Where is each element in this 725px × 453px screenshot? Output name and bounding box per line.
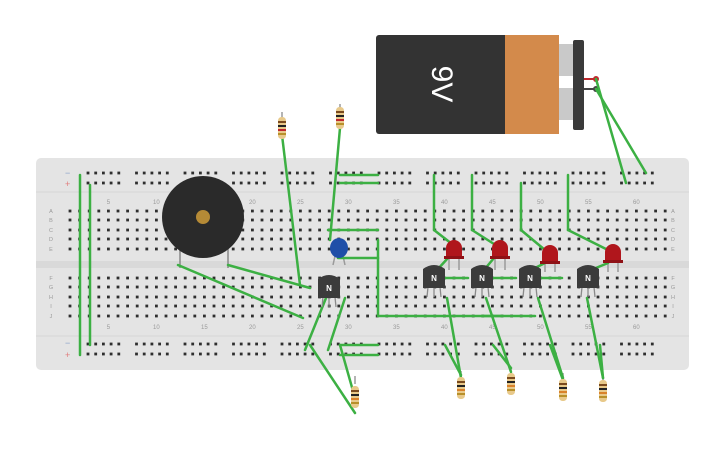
row-label: G xyxy=(671,285,675,291)
row-label: D xyxy=(671,237,675,243)
wire[interactable] xyxy=(536,296,565,380)
row-label: D xyxy=(49,237,53,243)
rail-minus-top: − xyxy=(65,168,70,178)
row-label: C xyxy=(49,228,53,234)
column-label: 25 xyxy=(297,325,304,331)
row-label: B xyxy=(49,218,53,224)
wire[interactable] xyxy=(328,126,342,242)
row-label: I xyxy=(672,304,674,310)
npn-transistor-icon[interactable]: N xyxy=(423,265,445,298)
column-label: 10 xyxy=(153,200,160,206)
transistor-label: N xyxy=(527,274,533,283)
row-label: F xyxy=(49,276,53,282)
resistors xyxy=(278,107,607,408)
column-label: 20 xyxy=(249,200,256,206)
wire[interactable] xyxy=(280,133,302,287)
row-label: G xyxy=(49,285,53,291)
column-label: 10 xyxy=(153,325,160,331)
capacitor-icon[interactable] xyxy=(330,238,348,258)
column-label: 20 xyxy=(249,325,256,331)
red-led-icon[interactable] xyxy=(444,240,464,259)
wire[interactable] xyxy=(484,296,513,374)
transistor-label: N xyxy=(326,284,332,293)
column-label: 60 xyxy=(633,325,640,331)
row-label: E xyxy=(671,247,675,253)
wires xyxy=(78,77,648,415)
column-label: 5 xyxy=(107,325,111,331)
column-label: 55 xyxy=(585,325,592,331)
column-label: 35 xyxy=(393,200,400,206)
wire[interactable] xyxy=(176,263,305,320)
column-label: 30 xyxy=(345,200,352,206)
column-label: 50 xyxy=(537,325,544,331)
column-labels-bottom: 5 10 15 20 25 30 35 40 45 50 55 60 xyxy=(107,325,641,331)
wire[interactable] xyxy=(443,343,463,377)
transistor-label: N xyxy=(479,274,485,283)
row-label: C xyxy=(671,228,675,234)
resistor-icon[interactable] xyxy=(351,386,359,408)
resistor-icon[interactable] xyxy=(599,380,607,402)
wire[interactable] xyxy=(585,296,605,380)
column-label: 35 xyxy=(393,325,400,331)
transistor-label: N xyxy=(431,274,437,283)
row-label: F xyxy=(671,276,675,282)
row-label: H xyxy=(671,295,675,301)
column-label: 30 xyxy=(345,325,352,331)
column-label: 15 xyxy=(201,325,208,331)
wire[interactable] xyxy=(226,263,312,290)
column-label: 40 xyxy=(441,200,448,206)
resistor-icon[interactable] xyxy=(457,377,465,399)
wire[interactable] xyxy=(470,228,496,246)
row-label: I xyxy=(50,304,52,310)
rail-plus-bottom: + xyxy=(65,350,70,360)
column-label: 5 xyxy=(107,200,111,206)
row-label: H xyxy=(49,295,53,301)
breadboard-center-channel xyxy=(36,261,689,268)
npn-transistor-icon[interactable]: N xyxy=(577,265,599,298)
column-label: 25 xyxy=(297,200,304,206)
resistor-icon[interactable] xyxy=(336,107,344,129)
wire[interactable] xyxy=(432,228,454,246)
wire[interactable] xyxy=(445,296,463,380)
red-led-icon[interactable] xyxy=(540,245,560,264)
wire[interactable] xyxy=(594,87,648,175)
column-label: 45 xyxy=(489,200,496,206)
wire[interactable] xyxy=(566,228,610,252)
resistor-icon[interactable] xyxy=(278,117,286,139)
row-label: B xyxy=(671,218,675,224)
npn-transistor-icon[interactable]: N xyxy=(471,265,493,298)
wire[interactable] xyxy=(548,343,565,382)
column-label: 60 xyxy=(633,200,640,206)
rail-minus-bottom: − xyxy=(65,338,70,348)
wire[interactable] xyxy=(326,296,347,352)
row-label: A xyxy=(49,209,53,215)
battery-label: 9V xyxy=(425,66,458,103)
column-label: 50 xyxy=(537,200,544,206)
wire[interactable] xyxy=(519,228,547,252)
resistor-icon[interactable] xyxy=(507,373,515,395)
column-label: 45 xyxy=(489,325,496,331)
row-label: J xyxy=(672,314,675,320)
wire[interactable] xyxy=(598,343,605,380)
wire[interactable] xyxy=(308,343,357,415)
column-label: 40 xyxy=(441,325,448,331)
resistor-icon[interactable] xyxy=(559,379,567,401)
red-led-icon[interactable] xyxy=(603,244,623,263)
battery-9v-icon[interactable]: 9V xyxy=(376,35,599,134)
wire[interactable] xyxy=(491,343,513,370)
npn-transistors: N N N N N xyxy=(318,265,599,308)
rail-plus-top: + xyxy=(65,179,70,189)
npn-transistor-icon[interactable]: N xyxy=(519,265,541,298)
red-led-icon[interactable] xyxy=(490,240,510,259)
transistor-label: N xyxy=(585,274,591,283)
column-label: 55 xyxy=(585,200,592,206)
npn-transistor-icon[interactable]: N xyxy=(318,275,340,308)
row-label: E xyxy=(49,247,53,253)
row-label: J xyxy=(50,314,53,320)
row-label: A xyxy=(671,209,675,215)
